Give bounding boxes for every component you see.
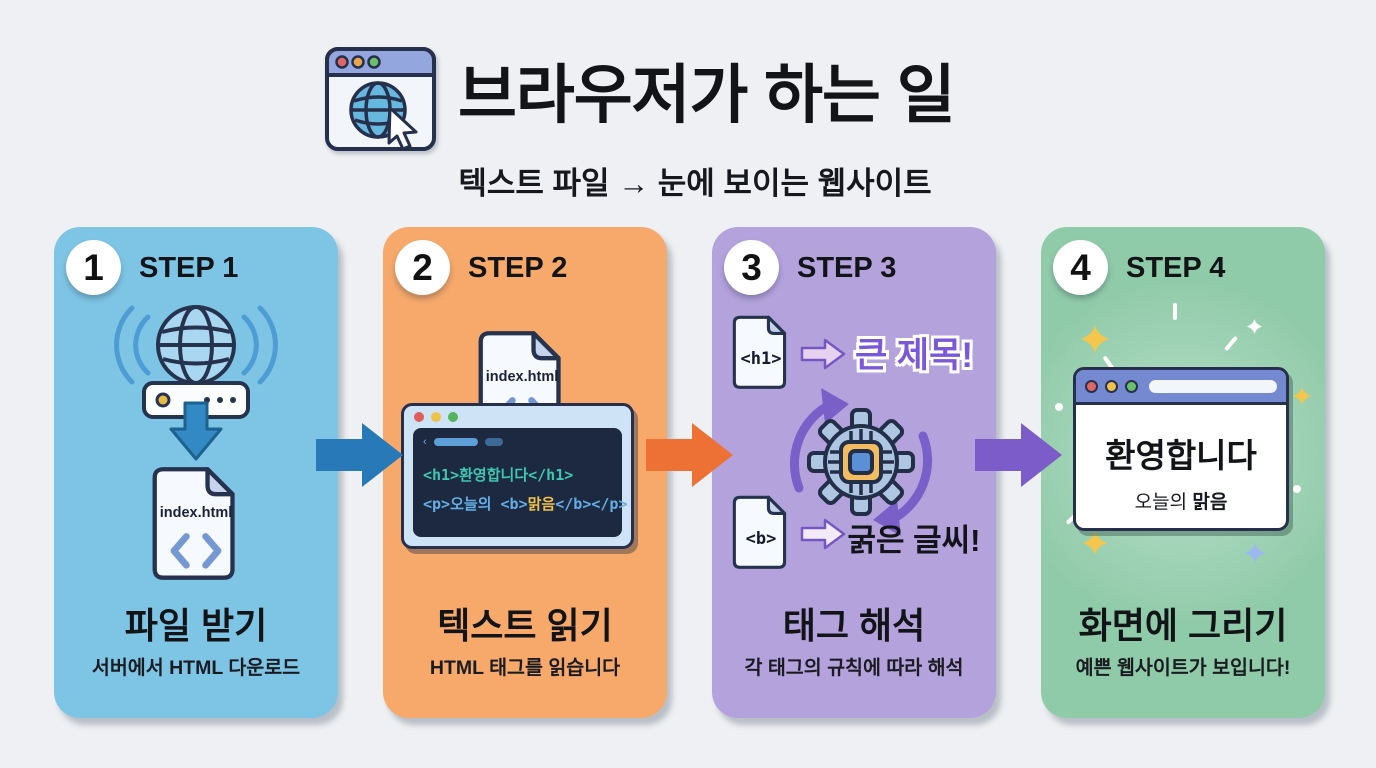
- step-3-subtitle: 각 태그의 규칙에 따라 해석: [744, 657, 964, 679]
- flow-arrow-3-icon: [973, 420, 1065, 490]
- yellow-dot-icon: [1105, 379, 1118, 393]
- b-tag-label: <b>: [745, 529, 777, 549]
- sparkle-icon: [1245, 543, 1265, 563]
- parser-gear-cpu-icon: [776, 377, 946, 547]
- sparkle-icon: [1293, 387, 1311, 405]
- step-1-subtitle: 서버에서 HTML 다운로드: [91, 657, 301, 679]
- chevron-left-icon: ‹: [423, 436, 427, 448]
- red-dot-icon: [1085, 379, 1098, 393]
- ray-dash-icon: [1224, 335, 1238, 352]
- step-2-number-badge: 2: [395, 240, 450, 295]
- browser-viewport: 환영합니다 오늘의 맑음: [1076, 429, 1286, 514]
- address-bar: [1149, 379, 1277, 393]
- red-dot-icon: [414, 412, 424, 422]
- file-name-label: index.html: [485, 369, 559, 385]
- server-network-icon: [106, 293, 286, 425]
- step-3-title: 태그 해석: [782, 605, 926, 646]
- ray-dash-icon: [1173, 303, 1177, 320]
- step-2-title: 텍스트 읽기: [437, 605, 613, 646]
- html-file-icon: index.html: [148, 465, 244, 581]
- green-dot-icon: [448, 412, 458, 422]
- step-3-card: 3 STEP 3 <h1> 큰 제목!: [712, 227, 996, 718]
- maps-to-arrow-icon: [800, 337, 846, 371]
- green-dot-icon: [1125, 379, 1138, 393]
- h1-tag-label: <h1>: [740, 349, 782, 369]
- flow-arrow-2-icon: [644, 420, 736, 490]
- yellow-dot-icon: [431, 412, 441, 422]
- editor-toolbar: ‹: [423, 436, 612, 448]
- file-name-label: index.html: [159, 505, 233, 521]
- b-result-text: 굵은 글씨!: [847, 523, 981, 558]
- step-1-card: 1 STEP 1: [54, 227, 338, 718]
- step-2-subtitle: HTML 태그를 읽습니다: [429, 657, 621, 679]
- step-3-number-badge: 3: [724, 240, 779, 295]
- sparkle-icon: [1081, 325, 1109, 353]
- step-3-label: STEP 3: [797, 252, 897, 284]
- result-browser-window: 환영합니다 오늘의 맑음: [1073, 367, 1289, 531]
- step-4-label: STEP 4: [1126, 252, 1226, 284]
- browser-globe-icon: [324, 46, 437, 152]
- window-traffic-lights: [414, 412, 458, 422]
- rendered-paragraph: 오늘의 맑음: [1134, 492, 1228, 513]
- flow-arrow-1-icon: [314, 420, 406, 490]
- download-arrow-icon: [168, 401, 224, 461]
- step-1-title: 파일 받기: [124, 605, 268, 646]
- maps-to-arrow-icon: [800, 517, 846, 551]
- step-1-label: STEP 1: [139, 252, 239, 284]
- b-tag-file-icon: <b>: [730, 493, 792, 571]
- step-4-title: 화면에 그리기: [1078, 605, 1288, 646]
- browser-title-bar: [1076, 370, 1286, 405]
- toolbar-pill: [433, 438, 478, 446]
- code-line-1: <h1>환영합니다</h1>: [423, 466, 574, 484]
- step-2-label: STEP 2: [468, 252, 568, 284]
- sparkle-icon: [1083, 531, 1107, 555]
- rendered-heading: 환영합니다: [1105, 437, 1257, 474]
- page-subtitle: 텍스트 파일 → 눈에 보이는 웹사이트: [458, 166, 932, 201]
- step-4-subtitle: 예쁜 웹사이트가 보입니다!: [1075, 657, 1291, 679]
- step-2-card: 2 STEP 2 index.html ‹: [383, 227, 667, 718]
- dot-sparkle-icon: [1055, 403, 1063, 411]
- step-1-number-badge: 1: [66, 240, 121, 295]
- step-4-number-badge: 4: [1053, 240, 1108, 295]
- h1-tag-file-icon: <h1>: [730, 313, 792, 391]
- code-line-2: <p>오늘의 <b>맑음</b></p>: [423, 495, 628, 513]
- step-4-card: 4 STEP 4: [1041, 227, 1325, 718]
- editor-screen: ‹ <h1>환영합니다</h1> <p>오늘의 <b>맑음</b></p>: [413, 428, 628, 537]
- page-title: 브라우저가 하는 일: [458, 59, 956, 131]
- toolbar-pill: [484, 438, 503, 446]
- code-editor-window: ‹ <h1>환영합니다</h1> <p>오늘의 <b>맑음</b></p>: [401, 403, 634, 549]
- sparkle-icon: [1247, 319, 1262, 334]
- h1-result-text: 큰 제목!: [855, 336, 973, 375]
- dot-sparkle-icon: [1293, 485, 1301, 493]
